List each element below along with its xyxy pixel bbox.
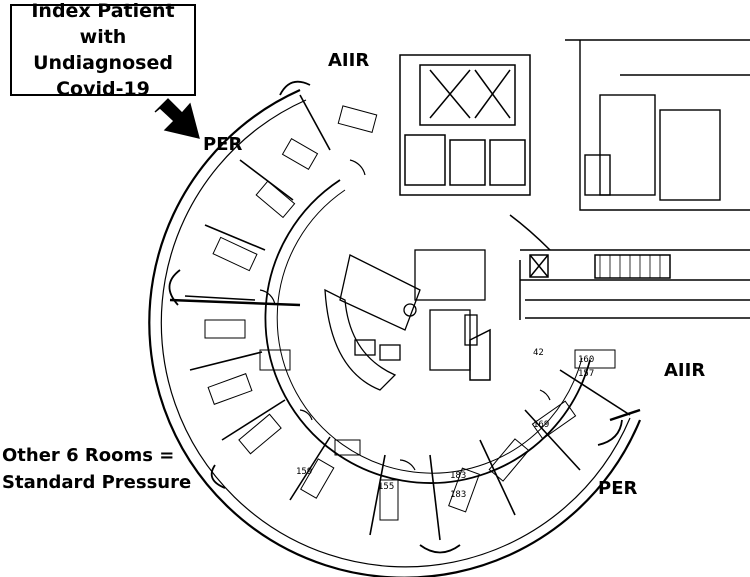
- ward-outer-ring: [148, 88, 642, 577]
- callout-line-2: Undiagnosed: [33, 52, 173, 74]
- label-aiir-right: AIIR: [664, 360, 706, 381]
- ward-inner-ring: [264, 179, 591, 484]
- exterior-bays: [168, 80, 641, 554]
- note-line-2: Standard Pressure: [2, 472, 192, 493]
- patient-beds: [204, 105, 616, 521]
- label-per-top: PER: [203, 134, 243, 155]
- callout-line-1: Index Patient with: [31, 0, 175, 48]
- corridor: [469, 214, 750, 381]
- room-number: 42: [533, 348, 544, 358]
- room-number: 159: [296, 467, 313, 477]
- room-number: 155: [378, 482, 395, 492]
- standard-pressure-note: Other 6 Rooms = Standard Pressure: [2, 442, 191, 496]
- nursing-station: [324, 249, 486, 391]
- room-number: 160: [578, 355, 595, 365]
- door-swings: [259, 159, 551, 471]
- callout-line-3: Covid-19: [56, 78, 150, 100]
- top-building: [399, 54, 531, 196]
- room-number: 169: [533, 420, 550, 430]
- room-number: 183: [450, 471, 467, 481]
- right-building: [565, 39, 750, 211]
- index-patient-callout: Index Patient with Undiagnosed Covid-19: [10, 0, 196, 100]
- room-number: 157: [578, 369, 595, 379]
- room-number: 183: [450, 490, 467, 500]
- label-aiir-top: AIIR: [328, 50, 370, 71]
- callout-arrow-icon: [154, 98, 200, 139]
- room-dividers: [184, 94, 631, 541]
- note-line-1: Other 6 Rooms =: [2, 445, 175, 466]
- label-per-bottom: PER: [598, 478, 638, 499]
